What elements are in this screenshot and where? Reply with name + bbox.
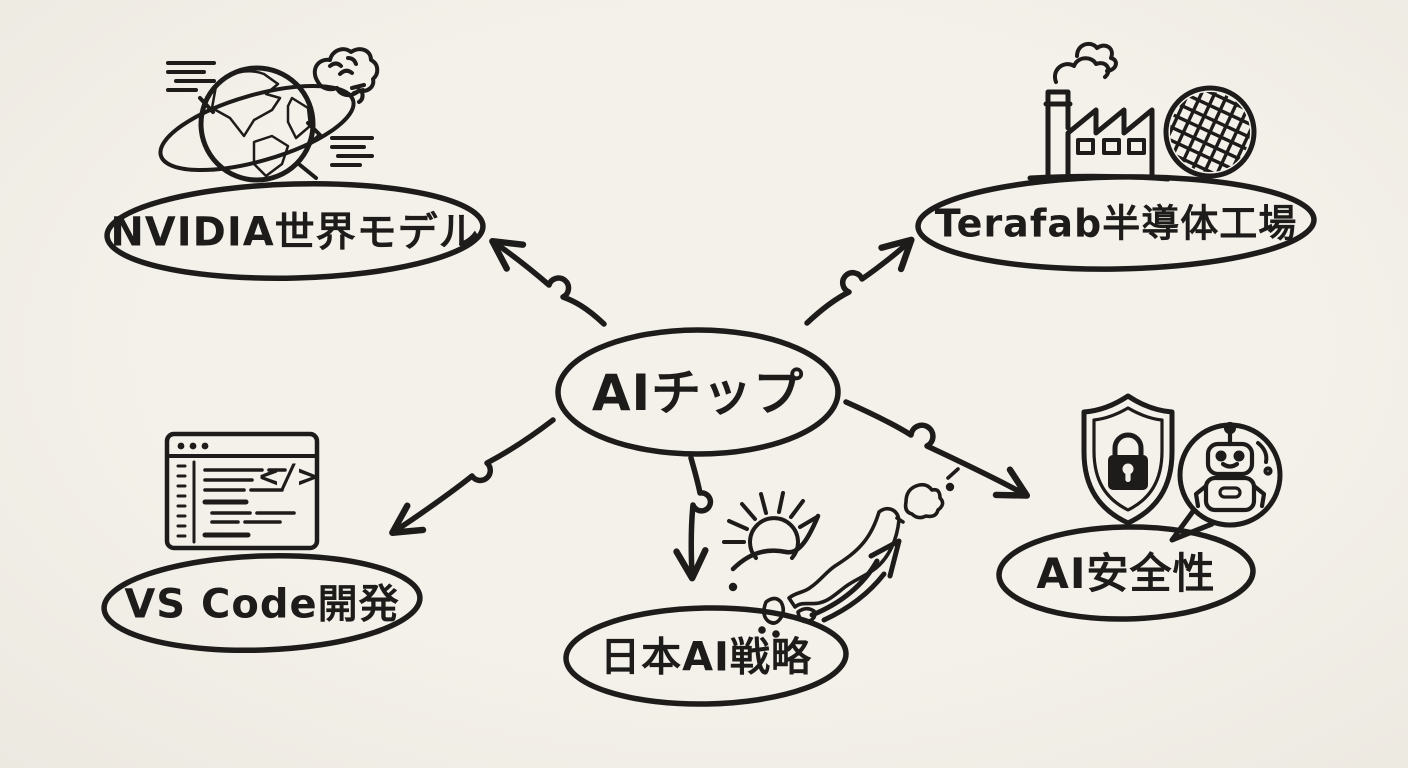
arrow-to-nvidia (489, 237, 607, 327)
node-nvidia-outline (104, 181, 486, 281)
node-center-label: AIチップ (592, 364, 804, 422)
node-safety-label: AI安全性 (1036, 549, 1215, 598)
globe-icon (198, 65, 316, 183)
node-terafab-label: Terafab半導体工場 (935, 202, 1297, 246)
arrow-to-japan (673, 455, 714, 582)
code-window-frame (164, 431, 320, 551)
wafer-icon (1156, 78, 1264, 186)
factory-icon (1027, 41, 1171, 182)
annotation-lines-left (166, 61, 216, 114)
robot-speech-bubble-icon (1169, 421, 1283, 543)
connector-arrows (389, 236, 1031, 582)
growth-arrow-icon (809, 538, 902, 623)
code-tag-glyph: </> (259, 457, 317, 495)
speech-bubble-tail (1169, 507, 1215, 543)
node-vscode-outline (101, 552, 423, 654)
smoke-icon (1052, 41, 1118, 84)
factory-wafer-icon (1027, 41, 1264, 186)
node-vscode-label: VS Code開発 (124, 581, 399, 627)
node-japan-outline (563, 605, 849, 707)
annotation-lines-right (298, 136, 374, 180)
robot-icon (1193, 421, 1267, 513)
window-dots-icon (177, 442, 209, 450)
factory-windows (1076, 138, 1146, 155)
sun-icon (722, 491, 819, 560)
code-window-icon: </> (164, 431, 320, 551)
arrow-to-vscode (389, 417, 556, 536)
orbit-ring-icon (158, 83, 356, 173)
node-safety-outline (996, 524, 1256, 622)
padlock-icon (1108, 432, 1148, 490)
code-line-numbers (176, 464, 187, 538)
node-outlines (101, 174, 1317, 707)
bubble-shine-icon (1256, 441, 1273, 476)
brain-icon (312, 47, 380, 104)
code-lines (202, 468, 296, 538)
node-nvidia-label: NVIDIA世界モデル (110, 209, 479, 255)
shield-lock-icon (1081, 393, 1175, 526)
hill-line (730, 513, 821, 572)
shield-robot-icon (1081, 393, 1283, 543)
arrow-to-terafab (804, 236, 915, 326)
arrow-to-safety (843, 399, 1031, 499)
japan-map-icon (728, 467, 960, 638)
node-center-outline (555, 327, 841, 457)
wafer-grid (1156, 78, 1264, 186)
japan-map-sun-icon (722, 467, 960, 638)
globe-brain-icon (158, 47, 380, 183)
node-japan-label: 日本AI戦略 (600, 634, 812, 680)
